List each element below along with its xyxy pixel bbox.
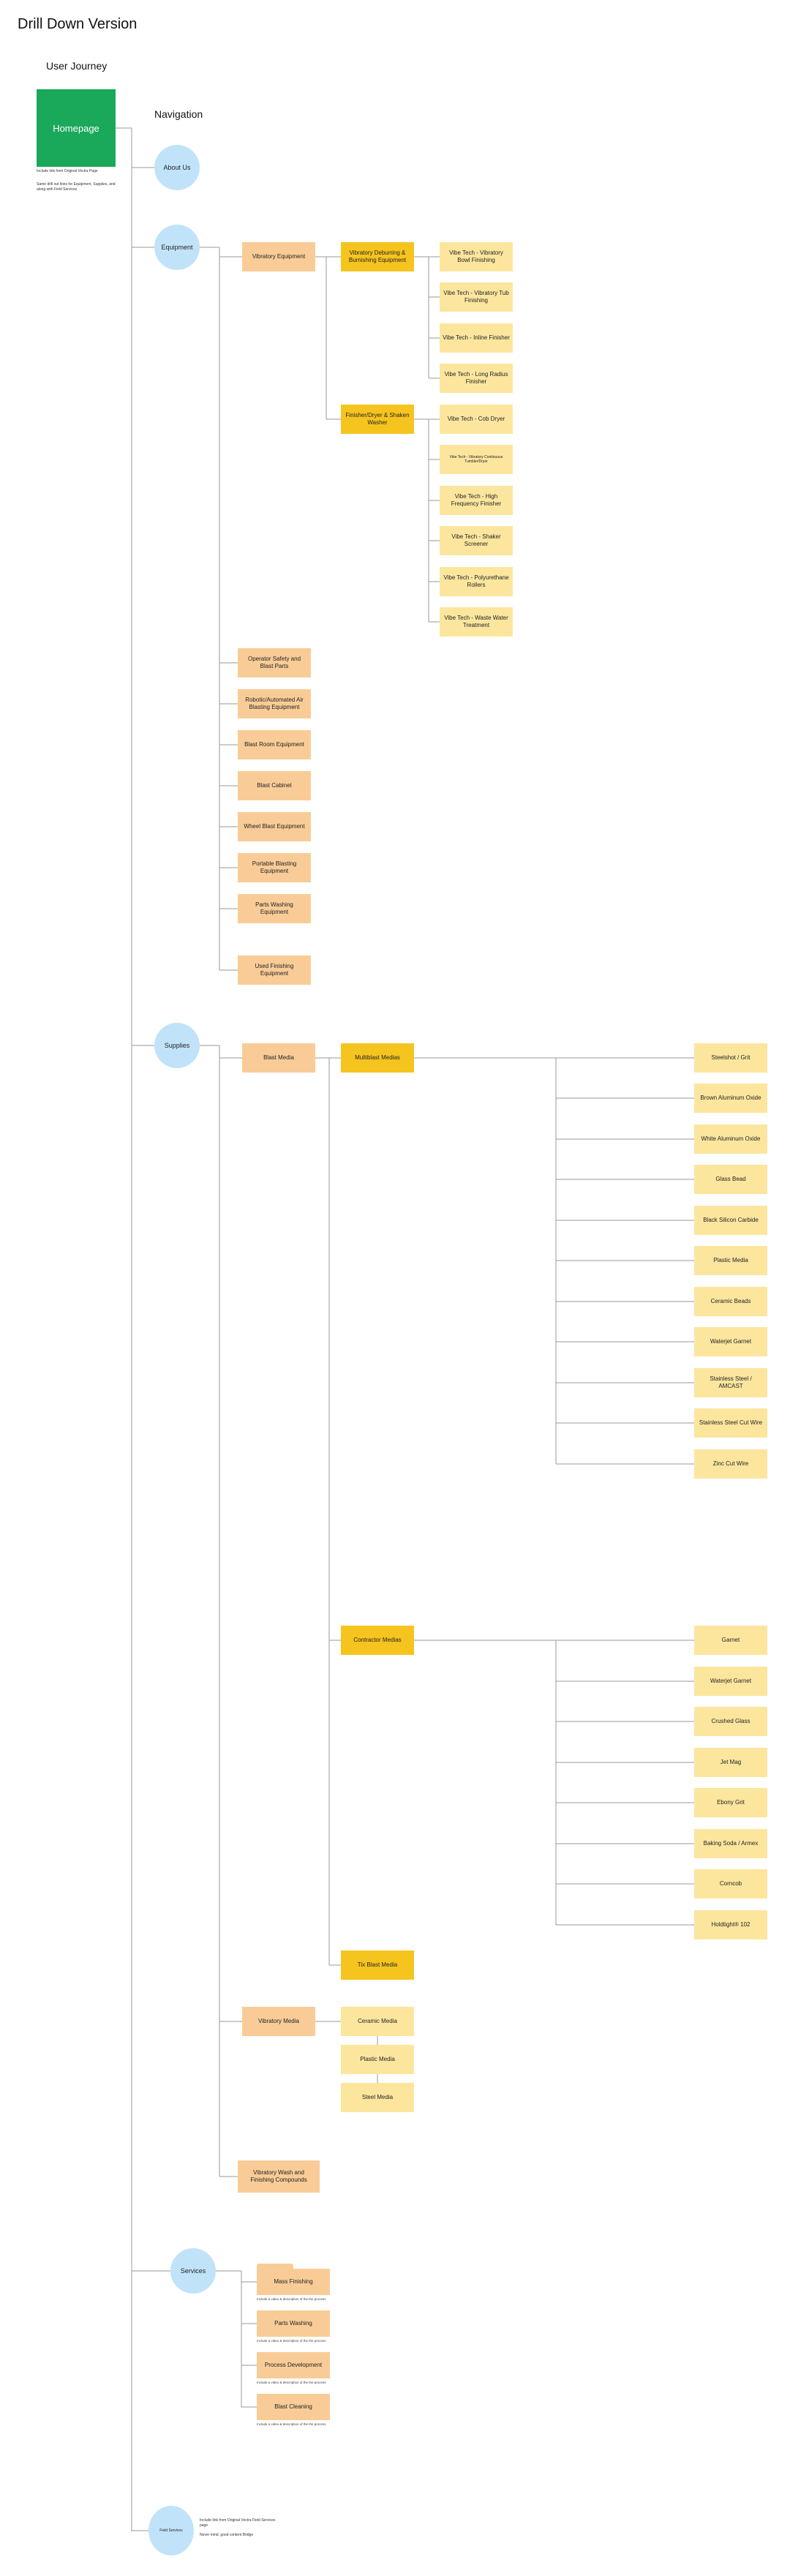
nav-services[interactable]: Services bbox=[170, 2248, 216, 2294]
multiblast-item[interactable]: Steelshot / Grit bbox=[694, 1043, 767, 1073]
service-note: Include a video & description of the the… bbox=[257, 2422, 326, 2426]
finisher-item[interactable]: Vibe Tech - Waste Water Treatment bbox=[440, 607, 513, 637]
multiblast-item[interactable]: Stainless Steel / AMCAST bbox=[694, 1368, 767, 1397]
finisher-item[interactable]: Vibe Tech - Cob Dryer bbox=[440, 405, 513, 434]
deburring-item[interactable]: Vibe Tech - Inline Finisher bbox=[440, 323, 513, 353]
multiblast-item[interactable]: Brown Aluminum Oxide bbox=[694, 1084, 767, 1113]
deburring-item[interactable]: Vibe Tech - Vibratory Bowl Finishing bbox=[440, 242, 513, 271]
multiblast-item[interactable]: Waterjet Garnet bbox=[694, 1327, 767, 1356]
field-services-note-1: Include link from Original Vectra Field … bbox=[200, 2518, 276, 2528]
finisher-item[interactable]: Vibe Tech - High Frequency Finisher bbox=[440, 486, 513, 515]
service-note: Include a video & description of the the… bbox=[257, 2339, 326, 2343]
contractor-item[interactable]: Corncob bbox=[694, 1869, 767, 1899]
page-title: Drill Down Version bbox=[18, 16, 138, 32]
service-item[interactable]: Blast Cleaning bbox=[257, 2394, 330, 2420]
field-services-note-2: Never mind, good content Bridge bbox=[200, 2533, 254, 2537]
vibratory-deburring-node[interactable]: Vibratory Deburring & Burnishing Equipme… bbox=[341, 242, 414, 271]
multiblast-item[interactable]: Glass Bead bbox=[694, 1165, 767, 1194]
multiblast-item[interactable]: Plastic Media bbox=[694, 1246, 767, 1275]
vibratory-media-node[interactable]: Vibratory Media bbox=[242, 2007, 315, 2036]
finisher-item[interactable]: Vibe Tech - Vibratory Continuous Tumbler… bbox=[440, 445, 513, 474]
deburring-item[interactable]: Vibe Tech - Long Radius Finisher bbox=[440, 364, 513, 393]
finisher-item[interactable]: Vibe Tech - Shaker Screener bbox=[440, 526, 513, 555]
nav-about-us[interactable]: About Us bbox=[154, 145, 200, 190]
contractor-medias-node[interactable]: Contractor Medias bbox=[341, 1626, 414, 1655]
contractor-item[interactable]: Garnet bbox=[694, 1626, 767, 1655]
navigation-label: Navigation bbox=[154, 108, 203, 120]
multiblast-medias-node[interactable]: Multiblast Medias bbox=[341, 1043, 414, 1073]
nav-equipment[interactable]: Equipment bbox=[154, 225, 200, 270]
multiblast-item[interactable]: Stainless Steel Cut Wire bbox=[694, 1408, 767, 1438]
equipment-other-item[interactable]: Wheel Blast Equipment bbox=[238, 812, 311, 841]
contractor-item[interactable]: Holdtight® 102 bbox=[694, 1910, 767, 1939]
multiblast-item[interactable]: White Aluminum Oxide bbox=[694, 1124, 767, 1154]
equipment-other-item[interactable]: Operator Safety and Blast Parts bbox=[238, 648, 311, 677]
service-note: Include a video & description of the the… bbox=[257, 2297, 326, 2301]
vibratory-media-item[interactable]: Steel Media bbox=[341, 2083, 414, 2112]
contractor-item[interactable]: Crushed Glass bbox=[694, 1707, 767, 1736]
contractor-item[interactable]: Baking Soda / Armex bbox=[694, 1829, 767, 1858]
nav-supplies[interactable]: Supplies bbox=[154, 1023, 200, 1068]
vibratory-media-item[interactable]: Ceramic Media bbox=[341, 2007, 414, 2036]
service-item[interactable]: Parts Washing bbox=[257, 2310, 330, 2337]
equipment-other-item[interactable]: Blast Room Equipment bbox=[238, 730, 311, 759]
vibratory-media-item[interactable]: Plastic Media bbox=[341, 2045, 414, 2074]
finisher-dryer-node[interactable]: Finisher/Dryer & Shaken Washer bbox=[341, 405, 414, 434]
blast-media-node[interactable]: Blast Media bbox=[242, 1043, 315, 1073]
equipment-other-item[interactable]: Used Finishing Equipment bbox=[238, 955, 311, 985]
multiblast-item[interactable]: Black Silicon Carbide bbox=[694, 1206, 767, 1235]
equipment-other-item[interactable]: Portable Blasting Equipment bbox=[238, 853, 311, 882]
user-journey-label: User Journey bbox=[46, 60, 108, 72]
deburring-item[interactable]: Vibe Tech - Vibratory Tub Finishing bbox=[440, 282, 513, 312]
equipment-other-item[interactable]: Robotic/Automated Air Blasting Equipment bbox=[238, 689, 311, 718]
homepage-node[interactable]: Homepage bbox=[37, 89, 116, 167]
multiblast-item[interactable]: Zinc Cut Wire bbox=[694, 1449, 767, 1479]
contractor-item[interactable]: Ebony Grit bbox=[694, 1788, 767, 1817]
equipment-other-item[interactable]: Parts Washing Equipment bbox=[238, 894, 311, 923]
compounds-node[interactable]: Vibratory Wash and Finishing Compounds bbox=[238, 2160, 320, 2193]
multiblast-item[interactable]: Ceramic Beads bbox=[694, 1287, 767, 1316]
vibratory-equipment-node[interactable]: Vibratory Equipment bbox=[242, 242, 315, 271]
contractor-item[interactable]: Waterjet Garnet bbox=[694, 1667, 767, 1696]
nav-field-services[interactable]: Field Services bbox=[148, 2506, 194, 2556]
tix-blast-media-node[interactable]: Tix Blast Media bbox=[341, 1950, 414, 1980]
homepage-note-2: Same drill out links for Equipment, Supp… bbox=[37, 182, 116, 192]
homepage-note-1: Include link from Original Vectra Page bbox=[37, 169, 98, 173]
contractor-item[interactable]: Jet Mag bbox=[694, 1748, 767, 1777]
service-note: Include a video & description of the the… bbox=[257, 2381, 326, 2384]
service-item[interactable]: Mass Finishing bbox=[257, 2269, 330, 2295]
equipment-other-item[interactable]: Blast Cabinet bbox=[238, 771, 311, 800]
finisher-item[interactable]: Vibe Tech - Polyurethane Rollers bbox=[440, 567, 513, 596]
service-item[interactable]: Process Development bbox=[257, 2352, 330, 2378]
